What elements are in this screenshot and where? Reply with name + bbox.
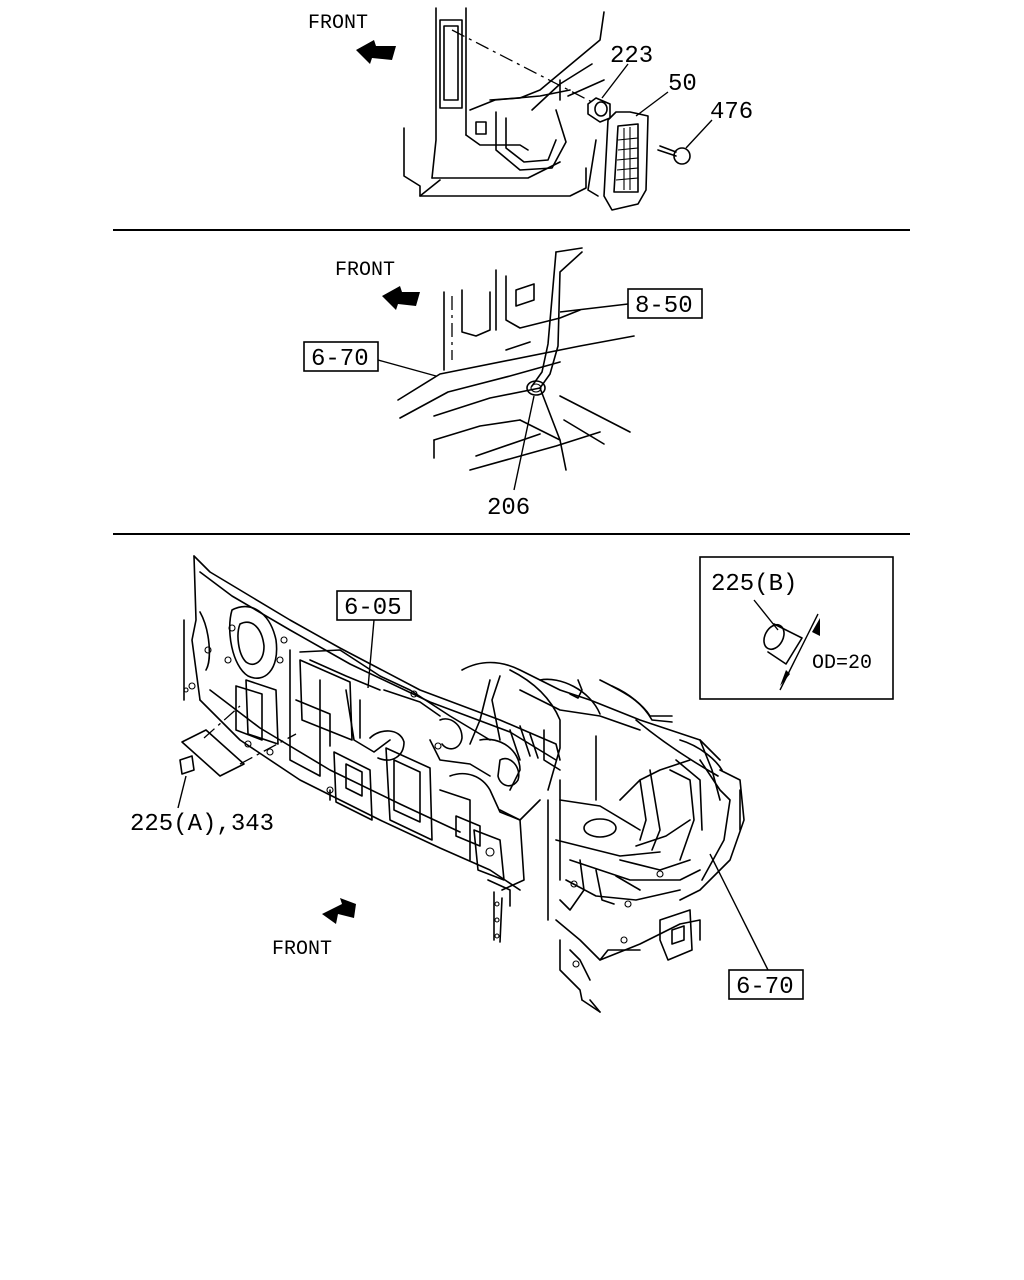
ref-box-6-70-top xyxy=(303,341,379,372)
clip-223 xyxy=(587,97,611,123)
callout-206: 206 xyxy=(487,495,530,522)
callout-50: 50 xyxy=(668,71,697,98)
dash-panel-assembly xyxy=(183,555,745,1013)
ref-box-6-70-bottom xyxy=(728,969,804,1000)
front-label-1: FRONT xyxy=(308,12,368,35)
front-label-2: FRONT xyxy=(335,259,395,282)
front-label-3: FRONT xyxy=(272,938,332,961)
front-arrow-3 xyxy=(322,898,356,924)
front-arrow-1 xyxy=(356,40,396,64)
screw-476 xyxy=(657,145,691,165)
panel-1: FRONT 223 xyxy=(308,7,753,211)
callout-476: 476 xyxy=(710,99,753,126)
ref-box-8-50 xyxy=(627,288,703,319)
front-arrow-2 xyxy=(382,286,420,310)
panel-2: FRONT 206 8-50 xyxy=(303,247,703,522)
detail-box-225b: 225(B) OD=20 xyxy=(699,556,894,700)
ref-box-6-05-label: 6-05 xyxy=(344,595,402,622)
panel-3: 225(A),343 6-05 6-70 FRONT 225(B) OD=20 xyxy=(130,555,894,1013)
patch-225a xyxy=(179,705,297,777)
detail-frame xyxy=(699,556,894,700)
ref-box-6-05 xyxy=(336,590,412,621)
callout-223: 223 xyxy=(610,43,653,70)
detail-dimension-label: OD=20 xyxy=(812,652,872,675)
ref-box-8-50-label: 8-50 xyxy=(635,293,693,320)
ref-box-6-70-top-label: 6-70 xyxy=(311,346,369,373)
callout-225a-343: 225(A),343 xyxy=(130,811,274,838)
vent-grille-50 xyxy=(587,111,649,211)
grommet-206 xyxy=(526,380,546,396)
detail-part-label: 225(B) xyxy=(711,571,797,598)
ref-box-6-70-bottom-label: 6-70 xyxy=(736,974,794,1001)
